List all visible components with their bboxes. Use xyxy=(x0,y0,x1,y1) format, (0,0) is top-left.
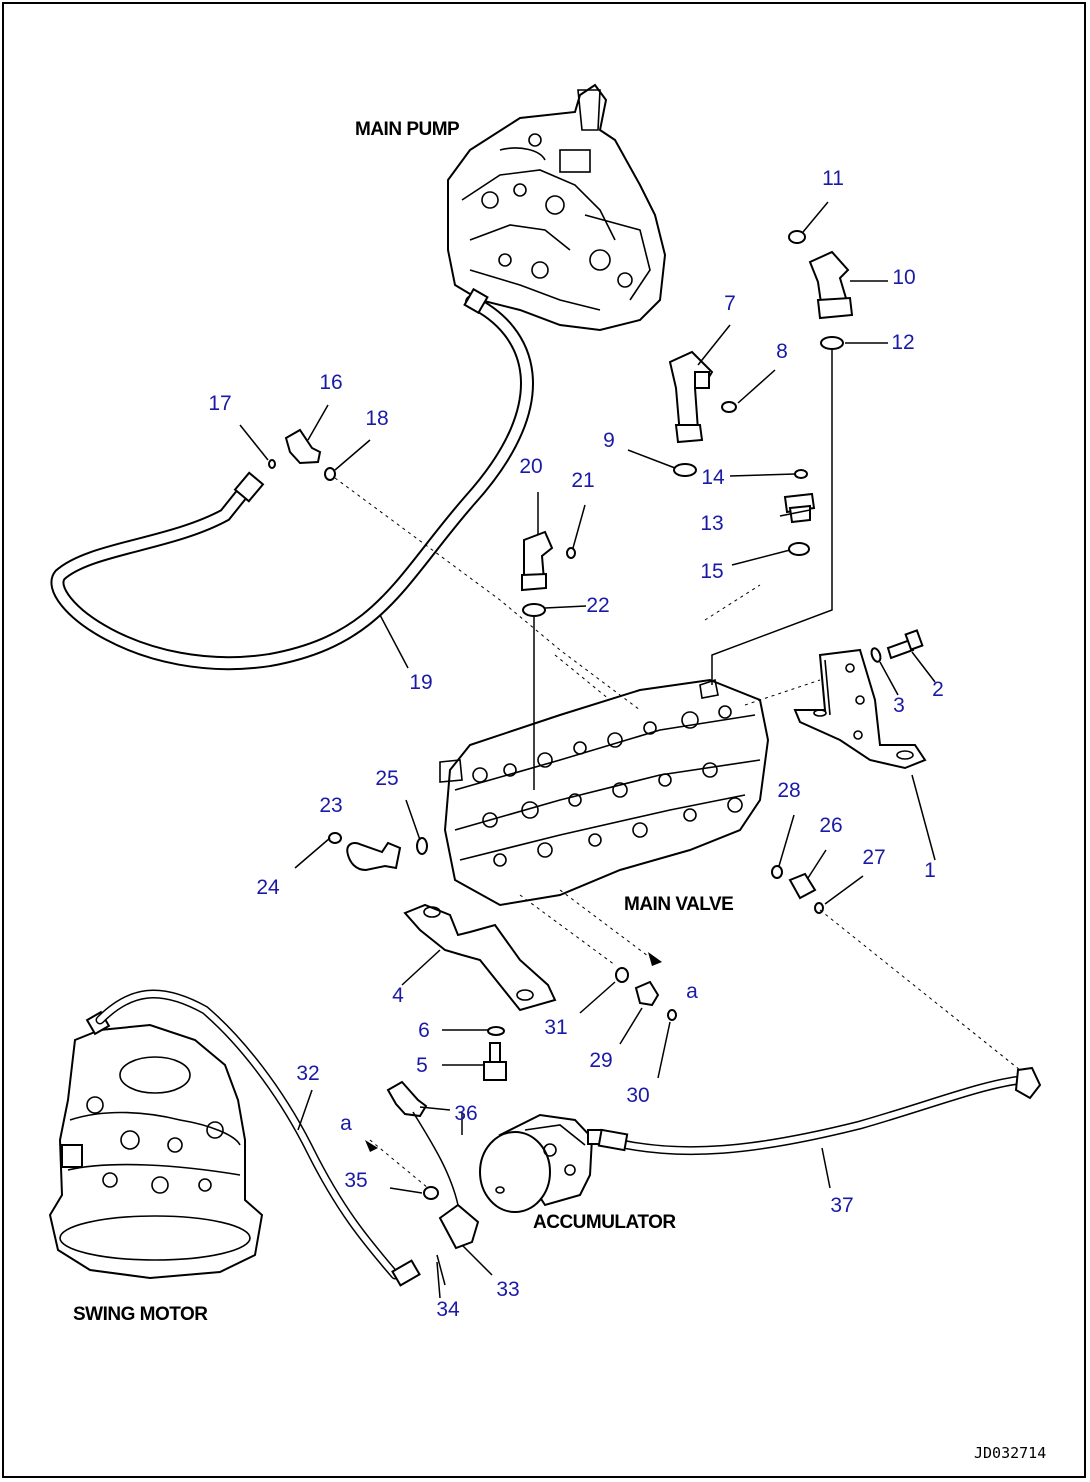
callout-2: 2 xyxy=(932,678,944,701)
callout-33: 33 xyxy=(496,1278,519,1301)
o-ring-9 xyxy=(673,463,697,477)
leader-lines xyxy=(239,201,1021,1299)
callout-26: 26 xyxy=(819,814,842,837)
main-pump xyxy=(447,83,667,332)
fitting-20 xyxy=(521,530,554,592)
o-ring-28 xyxy=(771,865,783,879)
plug-29 xyxy=(634,980,660,1007)
hose-34 xyxy=(436,1254,446,1286)
o-ring-17 xyxy=(268,459,276,469)
callout-28: 28 xyxy=(777,779,800,802)
main-valve xyxy=(439,678,770,907)
plug-13 xyxy=(783,492,816,524)
o-ring-25 xyxy=(416,837,428,855)
o-ring-21 xyxy=(566,547,576,559)
fitting-10 xyxy=(808,250,854,320)
o-ring-30 xyxy=(667,1009,677,1021)
o-ring-35 xyxy=(423,1186,439,1200)
callout-9: 9 xyxy=(603,429,615,452)
callout-30: 30 xyxy=(626,1084,649,1107)
o-ring-8 xyxy=(721,401,737,413)
callout-12: 12 xyxy=(891,331,914,354)
callout-8: 8 xyxy=(776,340,788,363)
swing-motor xyxy=(48,1010,264,1280)
o-ring-12 xyxy=(820,336,844,350)
plug-26 xyxy=(788,872,817,900)
bracket-1 xyxy=(793,648,927,770)
elbow-16 xyxy=(284,428,322,465)
callout-numbers: 1 2 3 4 5 6 7 8 9 10 11 12 13 14 15 16 1… xyxy=(208,167,944,1321)
callout-10: 10 xyxy=(892,266,915,289)
callout-27: 27 xyxy=(862,846,885,869)
hose-19 xyxy=(50,287,534,671)
callout-31: 31 xyxy=(544,1016,567,1039)
callout-17: 17 xyxy=(208,392,231,415)
callout-22: 22 xyxy=(586,594,609,617)
callout-37: 37 xyxy=(830,1194,853,1217)
callout-21: 21 xyxy=(571,469,594,492)
callout-a-lower: a xyxy=(340,1112,352,1135)
callout-a-upper: a xyxy=(686,980,698,1003)
bolt-5 xyxy=(483,1042,507,1081)
callout-13: 13 xyxy=(700,512,723,535)
label-main-pump: MAIN PUMP xyxy=(355,119,460,140)
callout-5: 5 xyxy=(416,1054,428,1077)
callout-25: 25 xyxy=(375,767,398,790)
callout-16: 16 xyxy=(319,371,342,394)
o-ring-14 xyxy=(794,469,808,479)
washer-3 xyxy=(870,647,882,663)
o-ring-11 xyxy=(788,230,806,244)
label-swing-motor: SWING MOTOR xyxy=(73,1304,208,1325)
callout-11: 11 xyxy=(822,167,844,190)
callout-29: 29 xyxy=(589,1049,612,1072)
callout-18: 18 xyxy=(365,407,388,430)
washer-6 xyxy=(487,1026,505,1036)
drawing-code: JD032714 xyxy=(974,1444,1046,1462)
callout-32: 32 xyxy=(296,1062,319,1085)
hose-32 xyxy=(95,989,421,1287)
bolt-2 xyxy=(886,629,924,660)
label-accumulator: ACCUMULATOR xyxy=(533,1212,676,1233)
callout-34: 34 xyxy=(436,1298,460,1321)
o-ring-15 xyxy=(788,542,810,556)
elbow-36 xyxy=(386,1080,428,1118)
o-ring-18 xyxy=(324,467,336,481)
callout-15: 15 xyxy=(700,560,723,583)
callout-20: 20 xyxy=(519,455,542,478)
accumulator xyxy=(479,1113,603,1213)
callout-19: 19 xyxy=(409,671,432,694)
callout-24: 24 xyxy=(256,876,280,899)
callout-7: 7 xyxy=(724,292,736,315)
hose-37 xyxy=(597,1066,1042,1156)
fitting-7 xyxy=(668,350,714,444)
o-ring-31 xyxy=(615,967,629,983)
callout-36: 36 xyxy=(454,1102,477,1125)
callout-35: 35 xyxy=(344,1169,367,1192)
callout-23: 23 xyxy=(319,794,342,817)
o-ring-22 xyxy=(522,603,546,617)
callout-1: 1 xyxy=(924,859,936,882)
label-main-valve: MAIN VALVE xyxy=(624,894,733,915)
callout-3: 3 xyxy=(893,694,905,717)
o-ring-24 xyxy=(328,832,342,844)
callout-14: 14 xyxy=(701,466,725,489)
callout-4: 4 xyxy=(392,984,404,1007)
elbow-23 xyxy=(346,841,402,872)
fitting-33 xyxy=(438,1203,480,1250)
clamp-4 xyxy=(403,903,557,1012)
callout-6: 6 xyxy=(418,1019,430,1042)
